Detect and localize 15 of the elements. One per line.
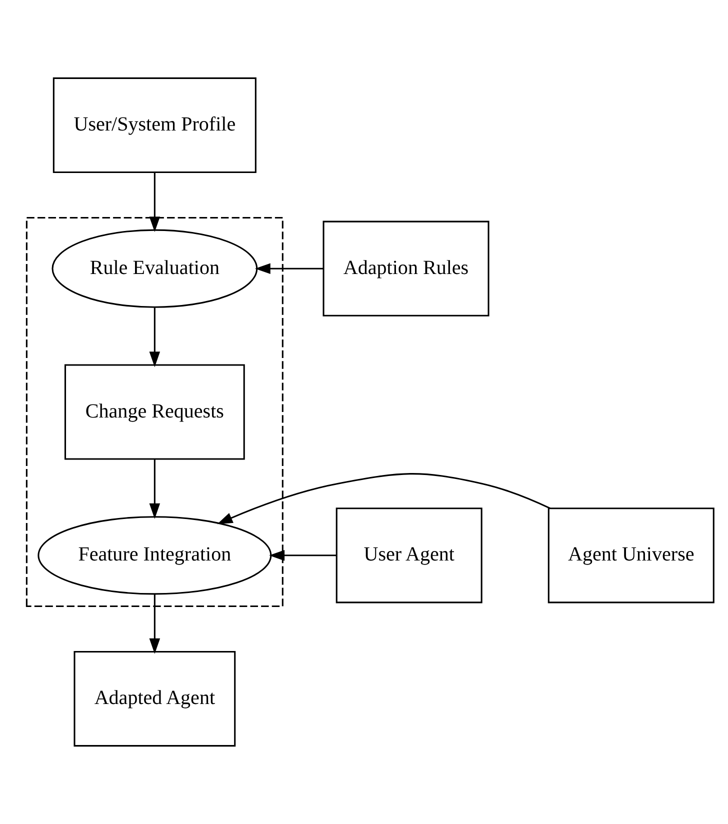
arrow	[149, 594, 160, 654]
arrow	[269, 550, 337, 561]
node-box: User/System Profile	[52, 77, 256, 173]
node-box: Change Requests	[64, 364, 245, 460]
arrow	[149, 308, 160, 368]
node-box: Agent Universe	[548, 508, 714, 604]
arrow	[149, 459, 160, 519]
node-box: User Agent	[336, 508, 482, 604]
node-ellipse: Rule Evaluation	[52, 229, 258, 308]
node-ellipse: Feature Integration	[38, 516, 272, 595]
node-box: Adaption Rules	[322, 220, 490, 316]
arrow	[254, 263, 324, 274]
arrow	[149, 172, 160, 232]
node-box: Adapted Agent	[74, 651, 236, 747]
arrow	[217, 473, 550, 524]
